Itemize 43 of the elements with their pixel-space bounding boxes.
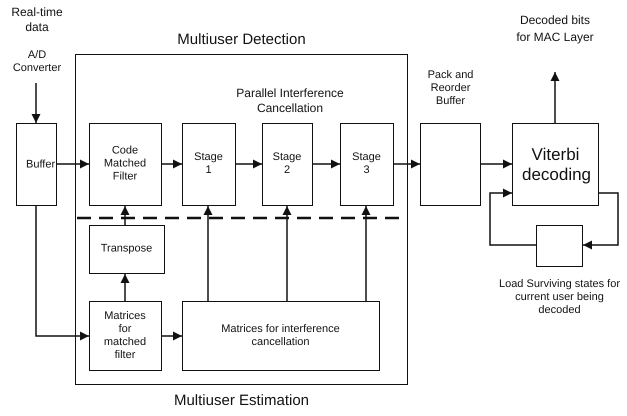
arrow — [32, 83, 40, 123]
arrow — [313, 160, 340, 168]
process-box — [262, 122, 312, 206]
io-label: A/D Converter — [12, 49, 62, 75]
arrow — [394, 160, 420, 168]
process-box — [88, 122, 162, 206]
box-label: Code Matched Filter — [102, 144, 148, 184]
box-heading: Pack and Reorder Buffer — [426, 69, 474, 108]
process-box — [512, 123, 599, 206]
arrow — [35, 206, 89, 340]
arrow — [120, 274, 130, 301]
box-label: Matrices for matched filter — [102, 310, 148, 362]
box-caption: Load Surviving states for current user being decoded — [498, 278, 622, 317]
arrow — [236, 160, 262, 168]
arrow — [162, 160, 182, 168]
io-label: Real-time data — [10, 5, 64, 35]
arrow — [204, 206, 212, 301]
box-label: Viterbi decoding — [521, 144, 592, 184]
group-title: Multiuser Estimation — [172, 392, 310, 409]
arrow — [481, 160, 512, 168]
process-box — [16, 123, 57, 206]
group-title: Multiuser Detection — [176, 31, 307, 48]
io-label: Decoded bits for MAC Layer — [515, 12, 595, 46]
arrow — [362, 206, 370, 301]
arrow — [57, 160, 89, 168]
arrow — [489, 188, 536, 246]
box-label: Stage 3 — [351, 151, 382, 177]
box-label: Transpose — [100, 242, 154, 256]
process-box — [182, 122, 236, 206]
box-label: Matrices for interference cancellation — [220, 322, 341, 348]
process-box — [340, 122, 394, 206]
box-label: Buffer — [25, 158, 56, 171]
arrow — [550, 72, 560, 123]
process-box — [182, 300, 380, 370]
box-label: Stage 2 — [272, 151, 302, 177]
box-label: Stage 1 — [193, 151, 224, 177]
arrow — [162, 332, 182, 340]
process-box — [88, 224, 164, 274]
section-label: Parallel Interference Cancellation — [235, 86, 345, 116]
arrow — [583, 192, 619, 250]
arrow — [120, 206, 130, 225]
process-box — [88, 300, 162, 370]
arrow — [282, 206, 292, 301]
